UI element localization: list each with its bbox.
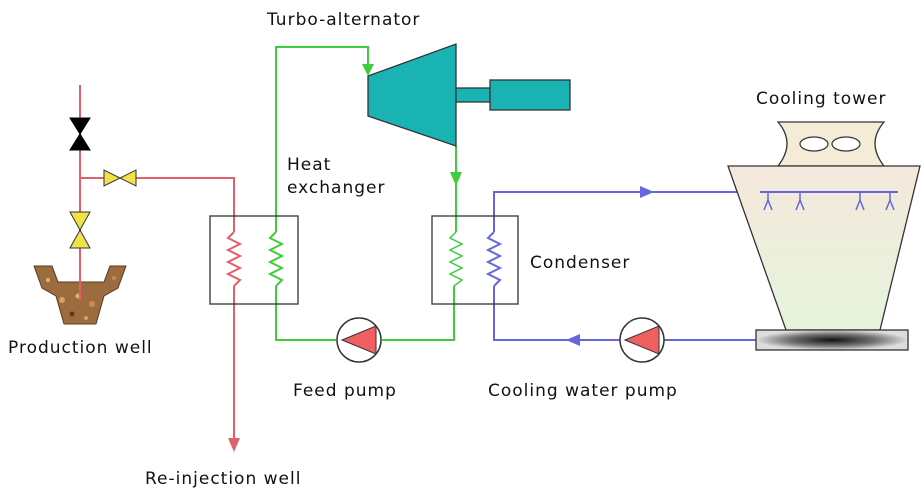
geothermal-supply-pipe <box>136 177 235 232</box>
cooling-tower-icon <box>727 121 921 351</box>
cooling-water-pump-icon <box>619 317 665 363</box>
outlet-valve-icon <box>103 169 137 187</box>
heat-exchanger-hot-coil <box>225 231 243 287</box>
heat-exchanger-box <box>209 215 299 305</box>
cooling-return-pipe <box>493 286 620 341</box>
reinjection-well-label: Re-injection well <box>145 469 301 489</box>
feed-pump-label: Feed pump <box>293 381 397 401</box>
turbine-shaft <box>455 87 491 103</box>
feed-pump-icon <box>336 317 382 363</box>
cooling-return-arrow <box>566 334 580 346</box>
reinjection-arrow <box>228 438 240 452</box>
cooling-tower-fan-right <box>831 136 861 152</box>
cooling-tower-body <box>727 165 921 331</box>
geothermal-fluid-loop <box>79 85 243 452</box>
turbo-alternator-icon <box>367 43 571 147</box>
condenser-box <box>431 215 519 305</box>
cooling-water-pump-label: Cooling water pump <box>488 381 678 401</box>
condenser-working-coil <box>448 231 464 287</box>
cooling-tower-top <box>776 121 886 167</box>
vapor-line-to-turbine <box>275 46 369 232</box>
cooling-supply-arrow <box>640 186 654 198</box>
condenser-label: Condenser <box>530 253 630 273</box>
generator-body <box>489 79 571 111</box>
production-well-label: Production well <box>8 338 153 358</box>
feed-pump-discharge-line <box>382 286 455 341</box>
wellhead-valve-icon <box>69 211 91 249</box>
turbo-alternator-label: Turbo-alternator <box>266 10 420 30</box>
cooling-tower-fan-left <box>799 136 829 152</box>
cooling-tower-label: Cooling tower <box>756 89 887 109</box>
heat-exchanger-working-coil <box>267 231 285 287</box>
liquid-return-line <box>275 286 336 341</box>
cooling-tower-basin <box>755 329 909 351</box>
exhaust-arrow <box>450 172 462 186</box>
condenser-cooling-coil <box>485 231 503 287</box>
turbine-body <box>367 43 457 147</box>
heat-exchanger-label-line1: Heat <box>287 155 331 175</box>
shutoff-valve-icon <box>69 117 91 151</box>
production-well-icon <box>33 265 127 325</box>
heat-exchanger-label-line2: exchanger <box>287 178 385 198</box>
vapor-inlet-arrow <box>362 64 374 76</box>
